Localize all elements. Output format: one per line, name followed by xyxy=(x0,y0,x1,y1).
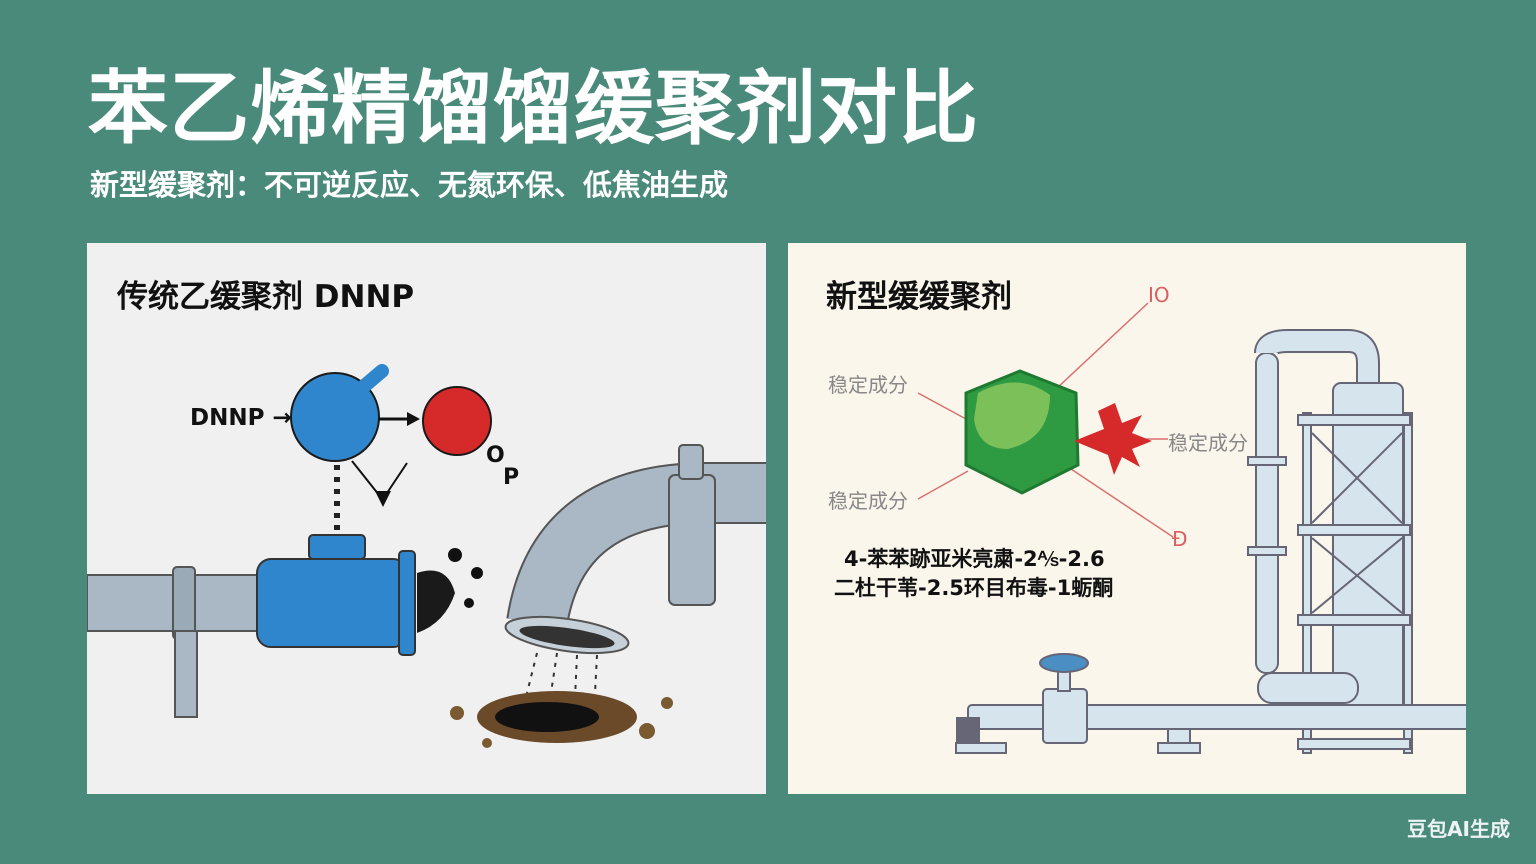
page-subtitle: 新型缓聚剂：不可逆反应、无氮环保、低焦油生成 xyxy=(90,168,729,202)
product-molecule xyxy=(422,386,492,456)
valve xyxy=(256,558,408,648)
traditional-inhibitor-panel: 传统乙缓聚剂 DNNP DNNP → O P xyxy=(87,243,766,794)
new-panel-title: 新型缓缓聚剂 xyxy=(826,279,1012,315)
product-label-o: O xyxy=(486,443,505,468)
dnnp-molecule xyxy=(290,372,380,462)
marker-top: IO xyxy=(1148,283,1170,307)
marker-bottom: Ð xyxy=(1172,527,1188,551)
chemical-name-line2: 二杜干苇-2.5环目布毒-1蛎酮 xyxy=(834,576,1114,600)
traditional-panel-title: 传统乙缓聚剂 DNNP xyxy=(117,279,415,315)
stable-component-label: 稳定成分 xyxy=(828,373,908,397)
reaction-burst xyxy=(1074,403,1152,475)
product-label-p: P xyxy=(503,465,520,490)
page-title: 苯乙烯精馏馏缓聚剂对比 xyxy=(88,62,979,155)
new-inhibitor-illustration xyxy=(917,302,1466,754)
chemical-name-line1: 4-苯苯跡亚米亮粛-2⅍-2.6 xyxy=(844,547,1105,571)
watermark: 豆包AI生成 xyxy=(1407,817,1510,841)
new-inhibitor-panel: 新型缓缓聚剂 稳定成分 稳定成分 稳定成分 IO Ð 4-苯苯跡亚米亮粛-2⅍-… xyxy=(788,243,1466,794)
traditional-illustration xyxy=(87,364,766,748)
stable-component-label: 稳定成分 xyxy=(1168,431,1248,455)
dnnp-input-label: DNNP → xyxy=(190,405,292,431)
stable-component-label: 稳定成分 xyxy=(828,489,908,513)
